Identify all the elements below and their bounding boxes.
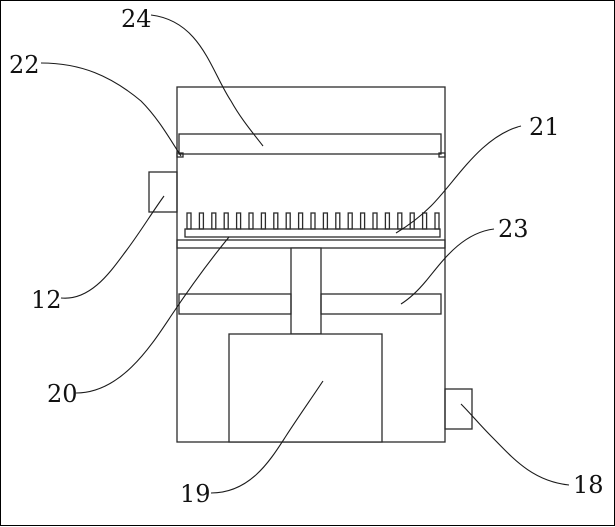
comb-tooth xyxy=(384,212,391,230)
comb-tooth xyxy=(397,212,403,230)
comb-tooth xyxy=(372,212,378,230)
comb-tooth xyxy=(322,212,329,230)
callout-12: 12 xyxy=(31,286,62,314)
leader-21 xyxy=(395,125,522,234)
cross-bar-left xyxy=(178,293,292,315)
comb-base xyxy=(184,228,441,238)
leader-22 xyxy=(40,62,182,157)
comb-tooth xyxy=(273,212,279,230)
comb-tooth xyxy=(359,212,366,230)
cross-bar-right xyxy=(320,293,442,315)
comb-tooth xyxy=(310,212,316,230)
comb-tooth xyxy=(335,212,341,230)
callout-19: 19 xyxy=(180,480,211,508)
comb-tooth xyxy=(285,212,291,230)
right-side-box xyxy=(444,388,473,430)
comb-tooth xyxy=(248,212,254,230)
comb-teeth xyxy=(186,212,440,230)
comb-tooth xyxy=(211,212,217,230)
comb-tooth xyxy=(223,212,229,230)
comb-tooth xyxy=(260,212,267,230)
leader-18 xyxy=(460,403,570,486)
callout-21: 21 xyxy=(529,113,560,141)
comb-tooth xyxy=(434,212,440,230)
callout-20: 20 xyxy=(47,380,78,408)
left-clip xyxy=(176,152,184,158)
comb-tooth xyxy=(235,212,242,230)
callout-22: 22 xyxy=(9,51,40,79)
leader-20 xyxy=(75,236,230,394)
callout-23: 23 xyxy=(498,215,529,243)
support-plate xyxy=(176,239,446,249)
motor-block xyxy=(228,333,383,443)
callout-18: 18 xyxy=(573,471,604,499)
left-side-box xyxy=(148,171,178,213)
comb-tooth xyxy=(347,212,353,230)
leader-24 xyxy=(150,14,264,147)
comb-tooth xyxy=(421,212,428,230)
right-clip xyxy=(438,152,446,158)
upper-plate xyxy=(178,133,442,155)
leader-19 xyxy=(210,380,324,494)
comb-tooth xyxy=(198,212,205,230)
shaft xyxy=(290,247,322,335)
callout-24: 24 xyxy=(121,5,152,33)
leader-12 xyxy=(60,195,165,299)
leader-23 xyxy=(400,228,495,305)
comb-tooth xyxy=(297,212,304,230)
comb-tooth xyxy=(186,212,192,230)
